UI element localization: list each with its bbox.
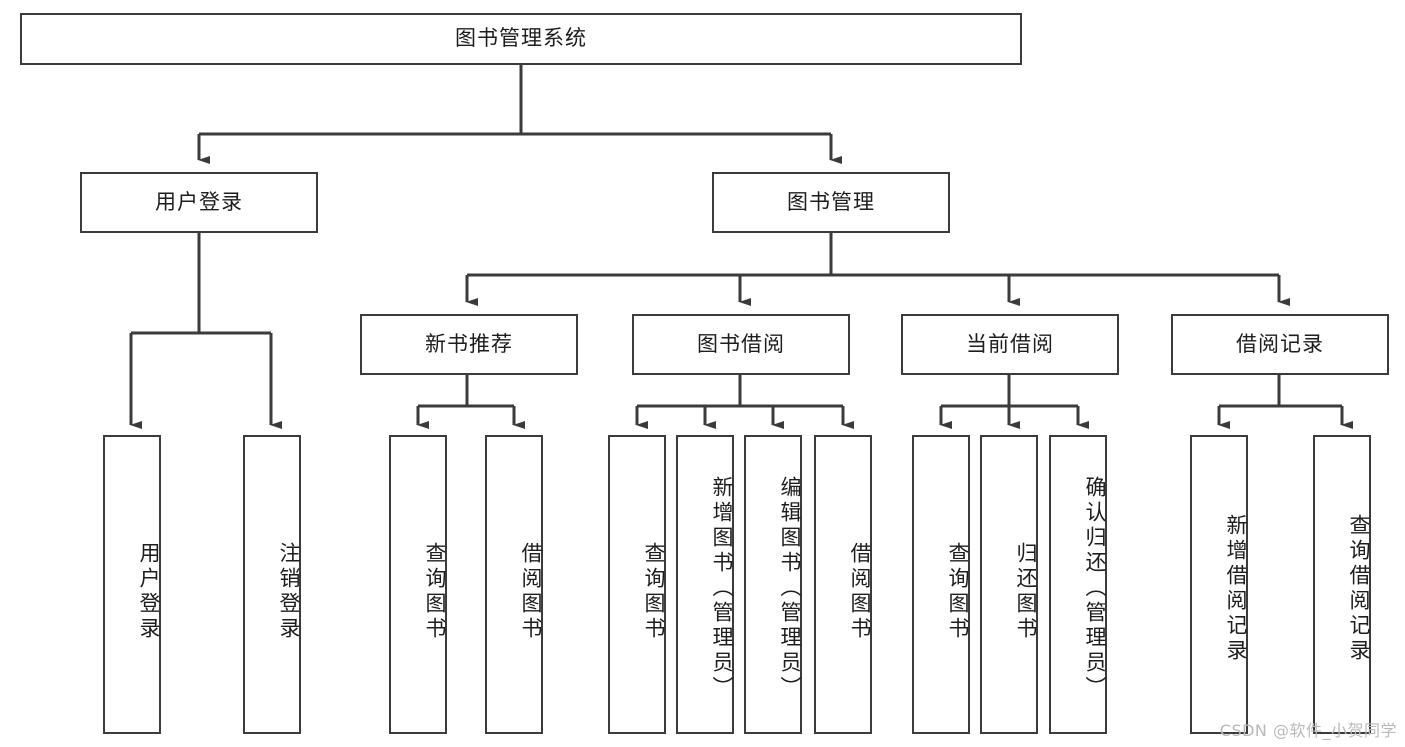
leaf-borrow-borrow-book[interactable]: 借阅图书 [814,435,872,734]
csdn-watermark: CSDN @软件_小贺同学 [1219,721,1397,740]
leaf-borrow-edit-book-admin[interactable]: 编辑图书（管理员） [744,435,802,734]
leaf-borrow-add-book-admin[interactable]: 新增图书（管理员） [676,435,734,734]
leaf-record-add-record[interactable]: 新增借阅记录 [1190,435,1248,734]
leaf-user-login-login[interactable]: 用户登录 [103,435,161,734]
node-borrow-record[interactable]: 借阅记录 [1171,314,1389,375]
leaf-user-login-logout[interactable]: 注销登录 [243,435,301,734]
node-book-management[interactable]: 图书管理 [712,172,950,233]
node-new-book-recommend[interactable]: 新书推荐 [360,314,578,375]
leaf-current-query-book[interactable]: 查询图书 [912,435,970,734]
node-book-borrow[interactable]: 图书借阅 [632,314,850,375]
node-root-system[interactable]: 图书管理系统 [20,13,1022,65]
leaf-recommend-query-book[interactable]: 查询图书 [389,435,447,734]
node-user-login[interactable]: 用户登录 [80,172,318,233]
leaf-borrow-query-book[interactable]: 查询图书 [608,435,666,734]
node-current-borrow[interactable]: 当前借阅 [901,314,1119,375]
leaf-current-return-book[interactable]: 归还图书 [980,435,1038,734]
leaf-recommend-borrow-book[interactable]: 借阅图书 [485,435,543,734]
leaf-record-query-record[interactable]: 查询借阅记录 [1313,435,1371,734]
leaf-current-confirm-return-admin[interactable]: 确认归还（管理员） [1049,435,1107,734]
